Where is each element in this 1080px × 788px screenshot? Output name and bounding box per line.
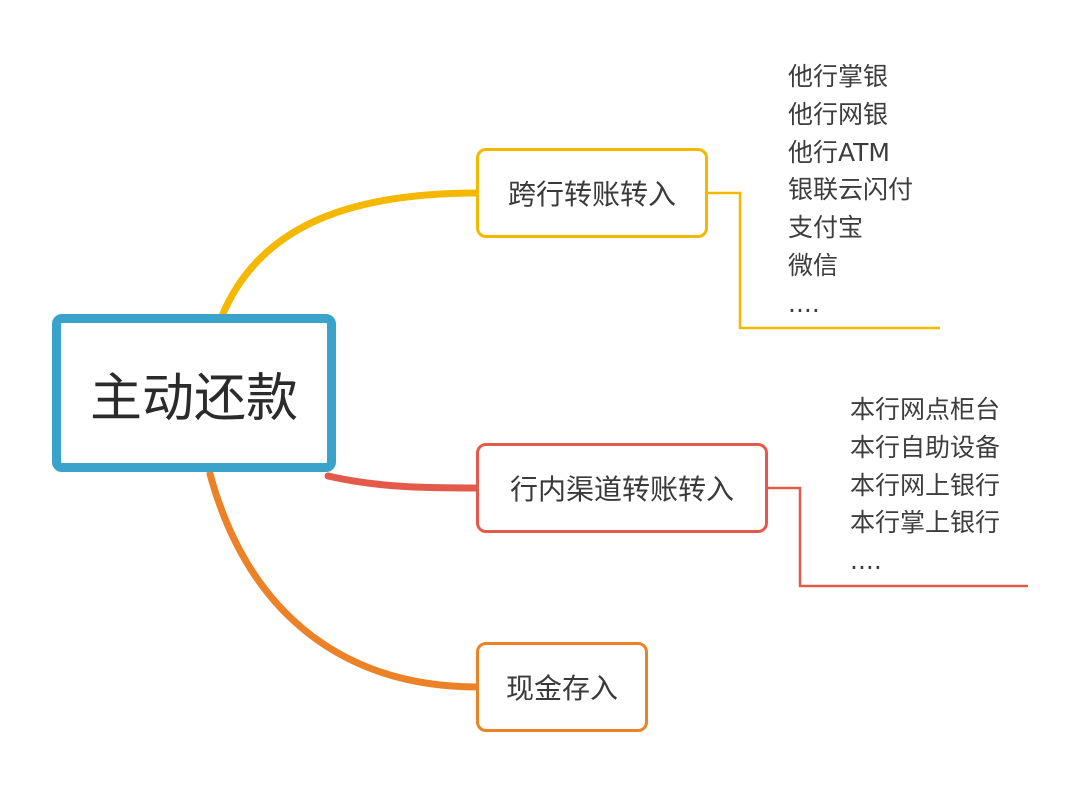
bracket-intra xyxy=(768,486,1028,588)
leaf-list-intra-bank: 本行网点柜台 本行自助设备 本行网上银行 本行掌上银行 .... xyxy=(850,391,1000,580)
bracket-cross xyxy=(708,191,940,330)
branch-cash-deposit[interactable]: 现金存入 xyxy=(476,642,648,732)
leaf-item[interactable]: 本行网点柜台 xyxy=(850,395,1001,424)
root-node[interactable]: 主动还款 xyxy=(52,314,336,472)
leaf-item[interactable]: 他行网银 xyxy=(788,99,889,129)
leaf-item[interactable]: 他行掌银 xyxy=(788,62,889,91)
leaf-item[interactable]: .... xyxy=(788,288,820,318)
branch-label: 跨行转账转入 xyxy=(507,178,676,211)
leaf-item[interactable]: 他行ATM xyxy=(788,137,891,167)
connector-root-cross xyxy=(218,189,482,320)
leaf-item[interactable]: 本行网上银行 xyxy=(850,470,1001,500)
leaf-item[interactable]: 支付宝 xyxy=(788,213,864,243)
leaf-list-cross-bank: 他行掌银 他行网银 他行ATM 银联云闪付 支付宝 微信 .... xyxy=(788,58,913,323)
leaf-item[interactable]: .... xyxy=(850,546,882,576)
leaf-item[interactable]: 本行自助设备 xyxy=(850,432,1001,462)
leaf-item[interactable]: 银联云闪付 xyxy=(788,175,914,205)
connector-root-cash xyxy=(206,470,482,691)
leaf-item[interactable]: 微信 xyxy=(788,250,839,280)
branch-intra-bank-transfer[interactable]: 行内渠道转账转入 xyxy=(476,443,768,533)
root-label: 主动还款 xyxy=(89,368,298,429)
branch-cross-bank-transfer[interactable]: 跨行转账转入 xyxy=(476,148,708,238)
leaf-item[interactable]: 本行掌上银行 xyxy=(850,508,1001,538)
branch-label: 现金存入 xyxy=(505,672,618,705)
connector-root-intra xyxy=(324,472,482,492)
branch-label: 行内渠道转账转入 xyxy=(509,473,734,506)
